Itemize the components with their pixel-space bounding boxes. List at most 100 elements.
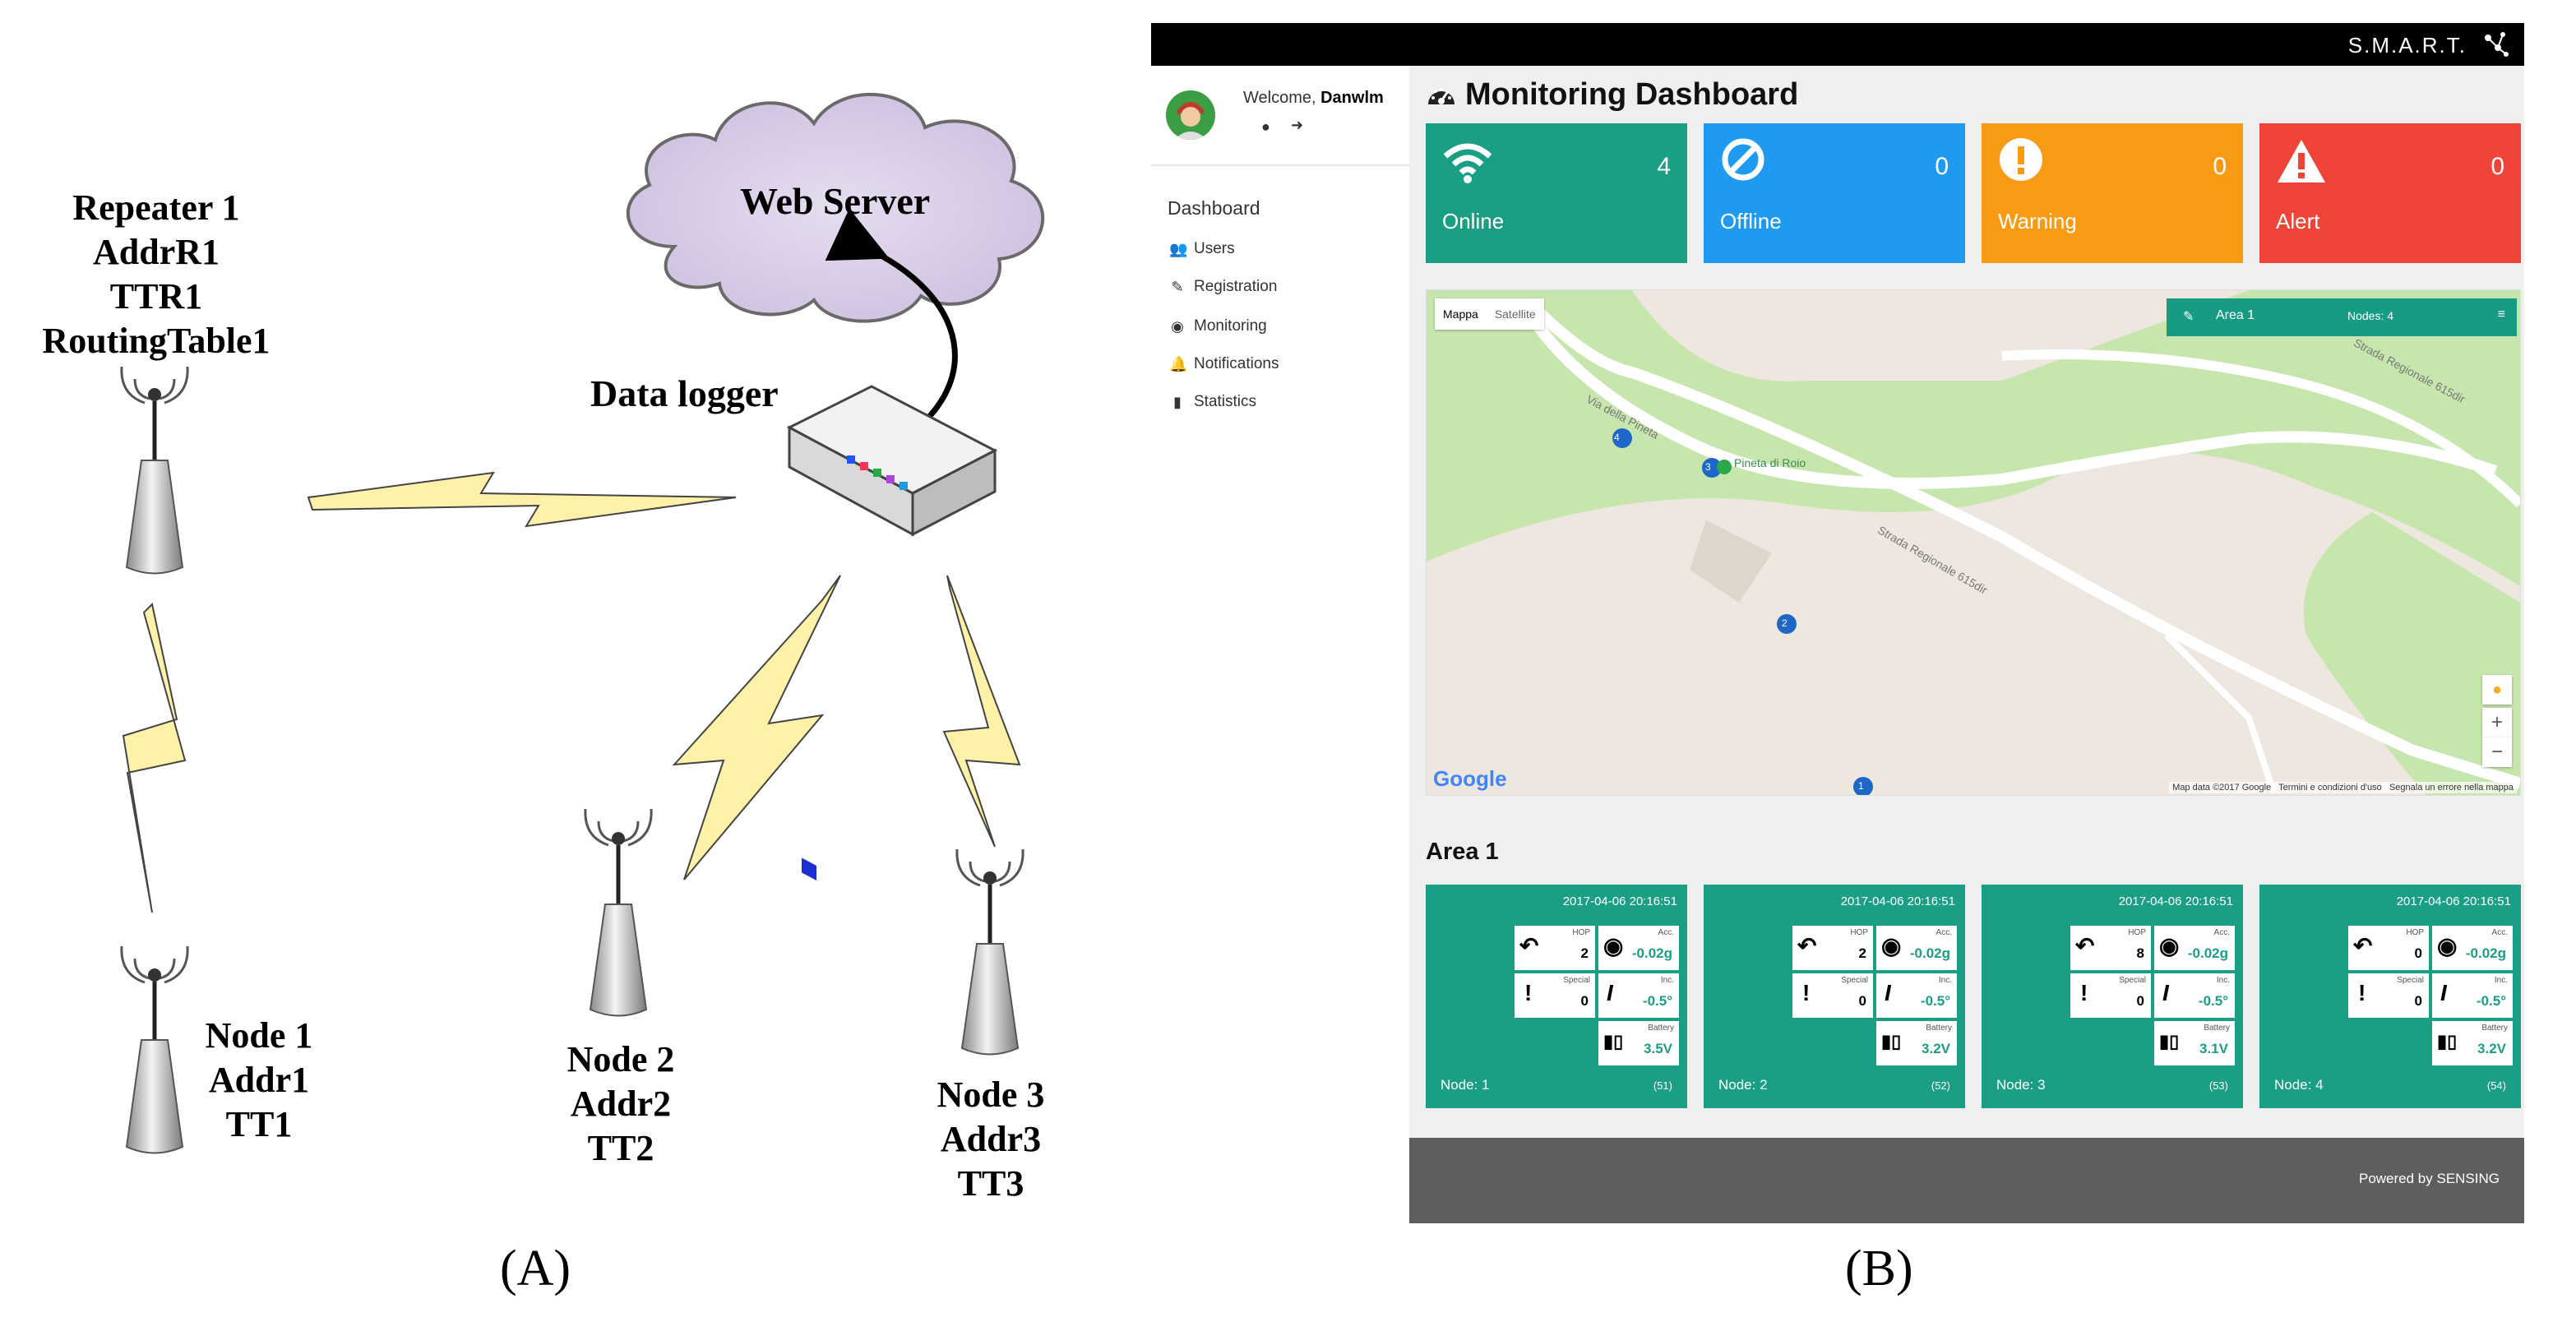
node-name: Node: 3 bbox=[1996, 1077, 2046, 1093]
bar-chart-icon: ▮ bbox=[1173, 393, 1182, 410]
zoom-in-button[interactable]: + bbox=[2482, 708, 2512, 737]
special-value: 0 bbox=[2414, 993, 2422, 1009]
link-logger-node2 bbox=[672, 575, 841, 880]
italic-i-icon: I bbox=[1607, 980, 1613, 1005]
settings-icon[interactable]: ≡ bbox=[2497, 307, 2505, 321]
map-type-map[interactable]: Mappa bbox=[1443, 307, 1478, 321]
battery-value: 3.2V bbox=[2477, 1041, 2506, 1056]
acc-tile: ◉Acc.-0.02g bbox=[2432, 926, 2513, 970]
target-icon: ◉ bbox=[2159, 933, 2180, 959]
stat-card-offline[interactable]: 0 Offline bbox=[1704, 123, 1965, 263]
battery-label: Battery bbox=[2481, 1024, 2508, 1033]
link-repeater-node1 bbox=[122, 602, 187, 913]
avatar[interactable] bbox=[1166, 90, 1215, 140]
acc-tile: ◉Acc.-0.02g bbox=[1598, 926, 1679, 970]
welcome-prefix: Welcome, bbox=[1243, 89, 1316, 107]
brand-name: S.M.A.R.T. bbox=[2347, 33, 2467, 58]
map-view[interactable]: 4 3 2 1 Pineta di Roio Via della Pineta … bbox=[1426, 289, 2521, 796]
google-logo: Google bbox=[1433, 766, 1507, 792]
hop-label: HOP bbox=[1572, 928, 1590, 937]
node2-label: Node 2 Addr2 TT2 bbox=[547, 1038, 695, 1171]
stat-card-alert[interactable]: 0 Alert bbox=[2259, 123, 2521, 263]
sidebar-item-notifications[interactable]: 🔔 Notifications bbox=[1169, 355, 1279, 373]
profile-icon[interactable]: ● bbox=[1261, 118, 1270, 135]
sidebar-item-registration[interactable]: ✎ Registration bbox=[1169, 278, 1277, 296]
stat-label: Warning bbox=[1998, 209, 2077, 233]
hop-value: 0 bbox=[2414, 945, 2422, 961]
sidebar: Welcome, Danwlm ● ➜ Dashboard 👥 Users ✎ … bbox=[1151, 66, 1409, 1223]
repeater-tt: TTR1 bbox=[109, 276, 203, 317]
special-label: Special bbox=[1563, 976, 1590, 985]
exclamation-icon: ! bbox=[1802, 980, 1811, 1005]
reply-arrow-icon: ↶ bbox=[1797, 933, 1817, 959]
stat-card-warning[interactable]: 0 Warning bbox=[1982, 123, 2243, 263]
target-icon: ◉ bbox=[2437, 933, 2458, 959]
node-name: Node: 2 bbox=[1718, 1077, 1768, 1093]
zoom-out-button[interactable]: − bbox=[2482, 737, 2512, 767]
battery-label: Battery bbox=[2204, 1024, 2230, 1033]
dashboard-gauge-icon bbox=[1428, 86, 1454, 104]
map-terms-link[interactable]: Termini e condizioni d'uso bbox=[2278, 783, 2382, 793]
acc-tile: ◉Acc.-0.02g bbox=[2154, 926, 2235, 970]
inc-value: -0.5° bbox=[1920, 993, 1950, 1009]
street-view-icon[interactable]: ● bbox=[2482, 675, 2512, 705]
battery-label: Battery bbox=[1648, 1024, 1674, 1033]
hop-value: 2 bbox=[1858, 945, 1866, 961]
caption-b: (B) bbox=[1845, 1241, 1913, 1296]
map-attribution: Map data ©2017 Google Termini e condizio… bbox=[2169, 782, 2517, 793]
network-diagram: Repeater 1 AddrR1 TTR1 RoutingTable1 Web… bbox=[0, 0, 1135, 1331]
data-logger-label: Data logger bbox=[590, 372, 779, 414]
repeater-label: Repeater 1 AddrR1 TTR1 RoutingTable1 bbox=[16, 186, 296, 363]
area-title: Area 1 bbox=[1426, 839, 1499, 865]
battery-icon: ▮▯ bbox=[1881, 1031, 1902, 1051]
italic-i-icon: I bbox=[2162, 980, 2169, 1005]
data-logger-device bbox=[786, 385, 998, 880]
place-label: Pineta di Roio bbox=[1734, 456, 1806, 469]
node1-name: Node 1 bbox=[205, 1015, 313, 1056]
map-report-link[interactable]: Segnala un errore nella mappa bbox=[2389, 783, 2514, 793]
inc-value: -0.5° bbox=[1642, 993, 1672, 1009]
sidebar-item-label: Registration bbox=[1194, 278, 1278, 295]
node2-antenna bbox=[584, 808, 653, 1017]
footer-text: Powered by SENSING bbox=[2358, 1171, 2500, 1186]
map-type-satellite[interactable]: Satellite bbox=[1494, 307, 1536, 321]
map-marker-3[interactable]: 3 bbox=[1705, 461, 1711, 473]
node-timestamp: 2017-04-06 20:16:51 bbox=[1840, 894, 1955, 908]
map-marker-1[interactable]: 1 bbox=[1858, 780, 1864, 792]
exclamation-circle-icon bbox=[2000, 138, 2042, 181]
acc-label: Acc. bbox=[1935, 928, 1952, 937]
node3-tt: TT3 bbox=[957, 1163, 1024, 1204]
sidebar-item-users[interactable]: 👥 Users bbox=[1169, 240, 1235, 258]
map-marker-2[interactable]: 2 bbox=[1782, 617, 1787, 629]
special-value: 0 bbox=[1580, 993, 1589, 1009]
special-label: Special bbox=[1841, 976, 1868, 985]
stat-card-online[interactable]: 4 Online bbox=[1426, 123, 1687, 263]
map-marker-4[interactable]: 4 bbox=[1614, 432, 1620, 443]
edit-icon[interactable]: ✎ bbox=[2183, 310, 2194, 324]
inc-label: Inc. bbox=[2494, 976, 2508, 985]
sidebar-item-monitoring[interactable]: ◉ Monitoring bbox=[1169, 317, 1267, 335]
sidebar-item-statistics[interactable]: ▮ Statistics bbox=[1169, 393, 1256, 411]
node-timestamp: 2017-04-06 20:16:51 bbox=[2118, 894, 2233, 908]
node2-addr: Addr2 bbox=[570, 1084, 672, 1124]
sidebar-title[interactable]: Dashboard bbox=[1168, 197, 1260, 219]
web-server-label: Web Server bbox=[740, 180, 931, 222]
battery-icon: ▮▯ bbox=[2159, 1031, 2180, 1051]
special-label: Special bbox=[2397, 976, 2424, 985]
battery-icon: ▮▯ bbox=[2437, 1031, 2458, 1051]
logout-icon[interactable]: ➜ bbox=[1291, 117, 1304, 133]
user-avatar-icon bbox=[1166, 90, 1215, 140]
node3-antenna bbox=[955, 848, 1024, 1056]
inc-value: -0.5° bbox=[2476, 993, 2506, 1009]
node-id: (51) bbox=[1653, 1079, 1672, 1092]
acc-value: -0.02g bbox=[2465, 945, 2506, 961]
